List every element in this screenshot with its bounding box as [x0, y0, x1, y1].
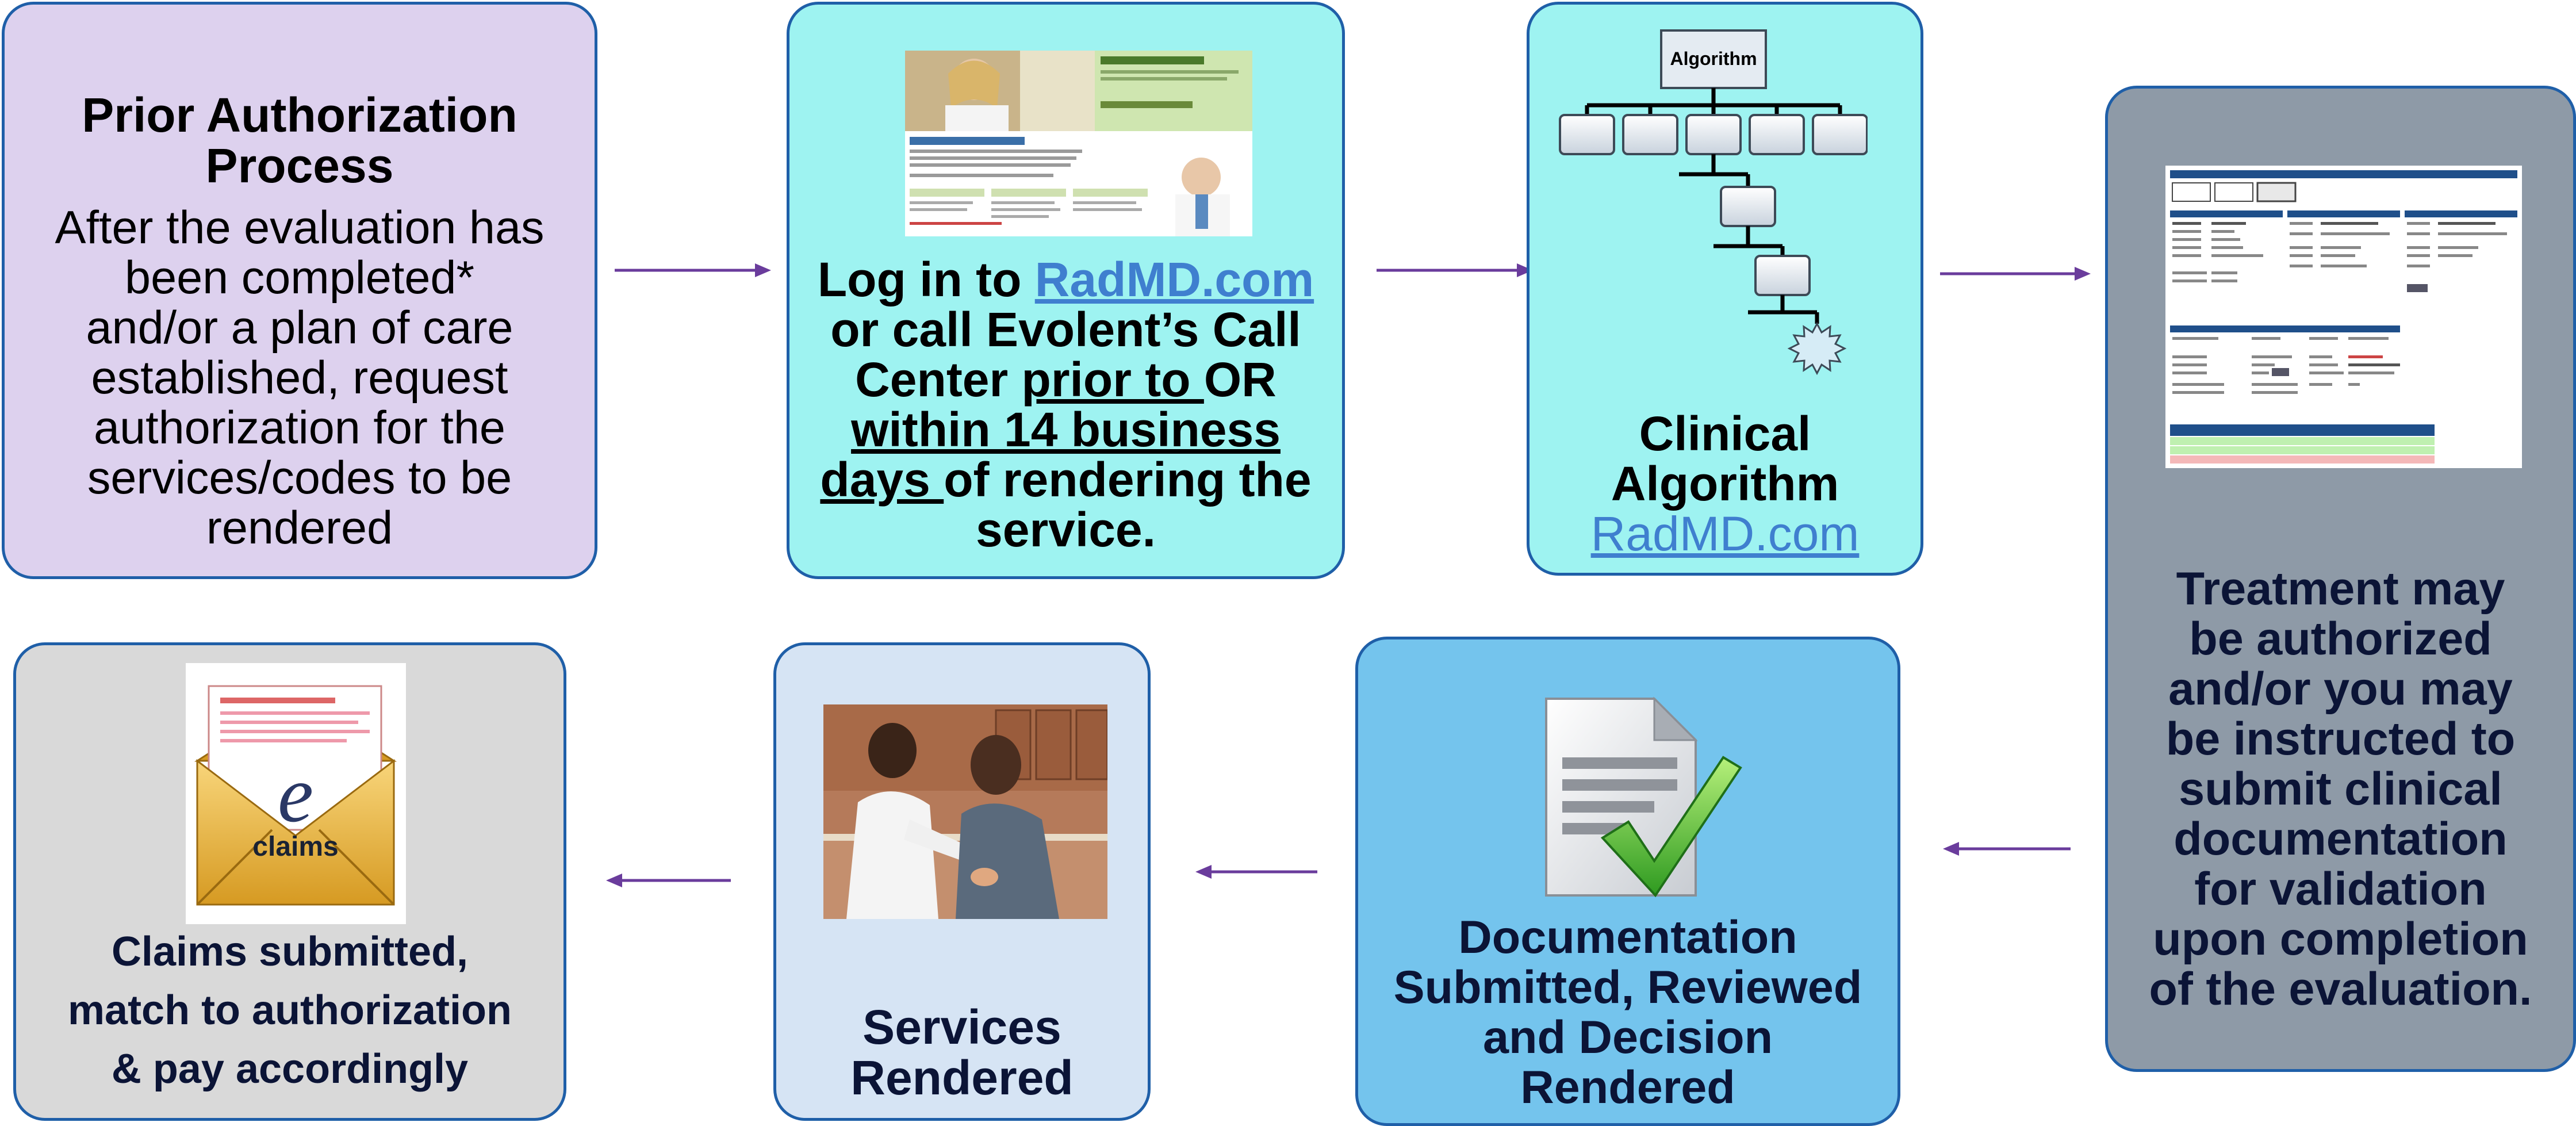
algorithm-root-label: Algorithm	[1670, 48, 1757, 69]
step5-text: Documentation Submitted, Reviewed and De…	[1393, 911, 1862, 1113]
clinician-and-patient-photo	[823, 704, 1107, 919]
document-checkmark-icon	[1545, 696, 1742, 898]
step3-title: Clinical Algorithm	[1611, 407, 1839, 511]
e-claims-word: claims	[252, 832, 338, 862]
arrow-step5-to-step6	[1195, 865, 1317, 879]
algorithm-tree-diagram: Algorithm	[1559, 29, 1868, 376]
step6-text: Services Rendered	[850, 1000, 1074, 1105]
arrow-step6-to-step7	[606, 874, 731, 887]
arrow-step3-to-step4	[1940, 267, 2091, 281]
step7-text: Claims submitted, match to authorization…	[68, 929, 512, 1092]
step1-prior-authorization-box: Prior Authorization Process After the ev…	[2, 2, 597, 579]
step7-claims-box: e claims Claims submitted, match to auth…	[13, 642, 566, 1121]
step2-text: Log in to RadMD.com or call Evolent’s Ca…	[817, 252, 1314, 557]
starburst-shape	[1787, 321, 1847, 376]
step1-body: After the evaluation has been completed*…	[55, 202, 545, 554]
arrow-step4-to-step5	[1943, 842, 2071, 856]
step6-services-box: Services Rendered	[773, 642, 1151, 1121]
step1-title: Prior Authorization Process	[82, 88, 518, 193]
step2-login-box: Log in to RadMD.com or call Evolent’s Ca…	[787, 2, 1345, 579]
step3-clinical-algorithm-box: Algorithm Clinical Algorithm RadMD.com	[1527, 2, 1923, 576]
e-claims-envelope-icon: e claims	[186, 663, 406, 924]
radmd-link-2[interactable]: RadMD.com	[1590, 507, 1860, 561]
step4-text: Treatment may be authorized and/or you m…	[2149, 563, 2532, 1015]
step4-treatment-box: Treatment may be authorized and/or you m…	[2105, 86, 2576, 1072]
e-claims-letter: e	[278, 750, 313, 839]
radmd-website-screenshot	[905, 51, 1252, 236]
case-request-form-screenshot	[2165, 166, 2522, 468]
step3-link: RadMD.com	[1541, 509, 1909, 559]
step5-documentation-box: Documentation Submitted, Reviewed and De…	[1355, 637, 1900, 1126]
radmd-link[interactable]: RadMD.com	[1034, 252, 1314, 307]
arrow-step2-to-step3	[1377, 263, 1533, 277]
arrow-step1-to-step2	[615, 263, 771, 277]
